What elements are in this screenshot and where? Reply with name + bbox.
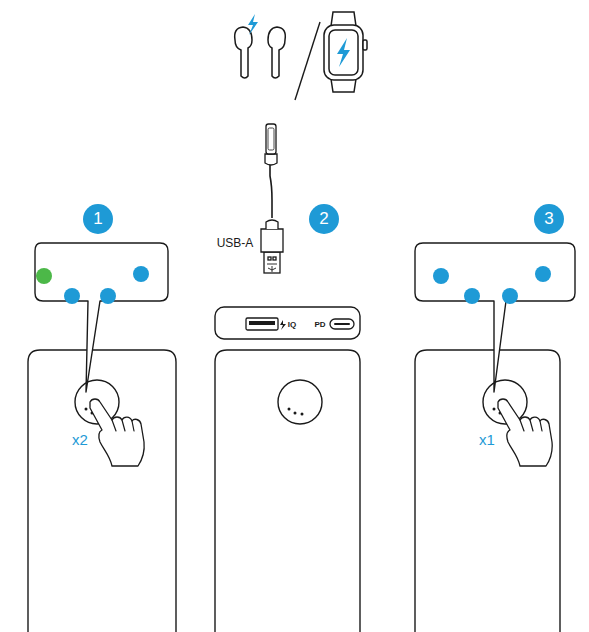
led-callout (35, 243, 575, 392)
hand (498, 399, 552, 466)
button (278, 380, 322, 424)
step-number: 2 (319, 209, 328, 229)
power-bank (28, 350, 560, 632)
port-label: IQ (288, 321, 296, 329)
watch (324, 12, 367, 92)
connector-label: USB-A (217, 237, 254, 249)
led-dots (36, 266, 551, 304)
step-badge: 2 (309, 204, 339, 234)
step-number: 3 (544, 209, 553, 229)
step-badge: 3 (534, 204, 564, 234)
press-count: x1 (479, 432, 495, 447)
earbuds (235, 27, 286, 78)
charge-bolt (248, 14, 258, 35)
hand (90, 399, 144, 466)
step-badge: 1 (83, 204, 113, 234)
step-number: 1 (93, 209, 102, 229)
press-count: x2 (72, 432, 88, 447)
power-bank-top (215, 307, 360, 339)
cable (261, 124, 283, 273)
charge-bolt (337, 38, 350, 67)
port-label: PD (314, 321, 325, 329)
slash (295, 22, 320, 100)
